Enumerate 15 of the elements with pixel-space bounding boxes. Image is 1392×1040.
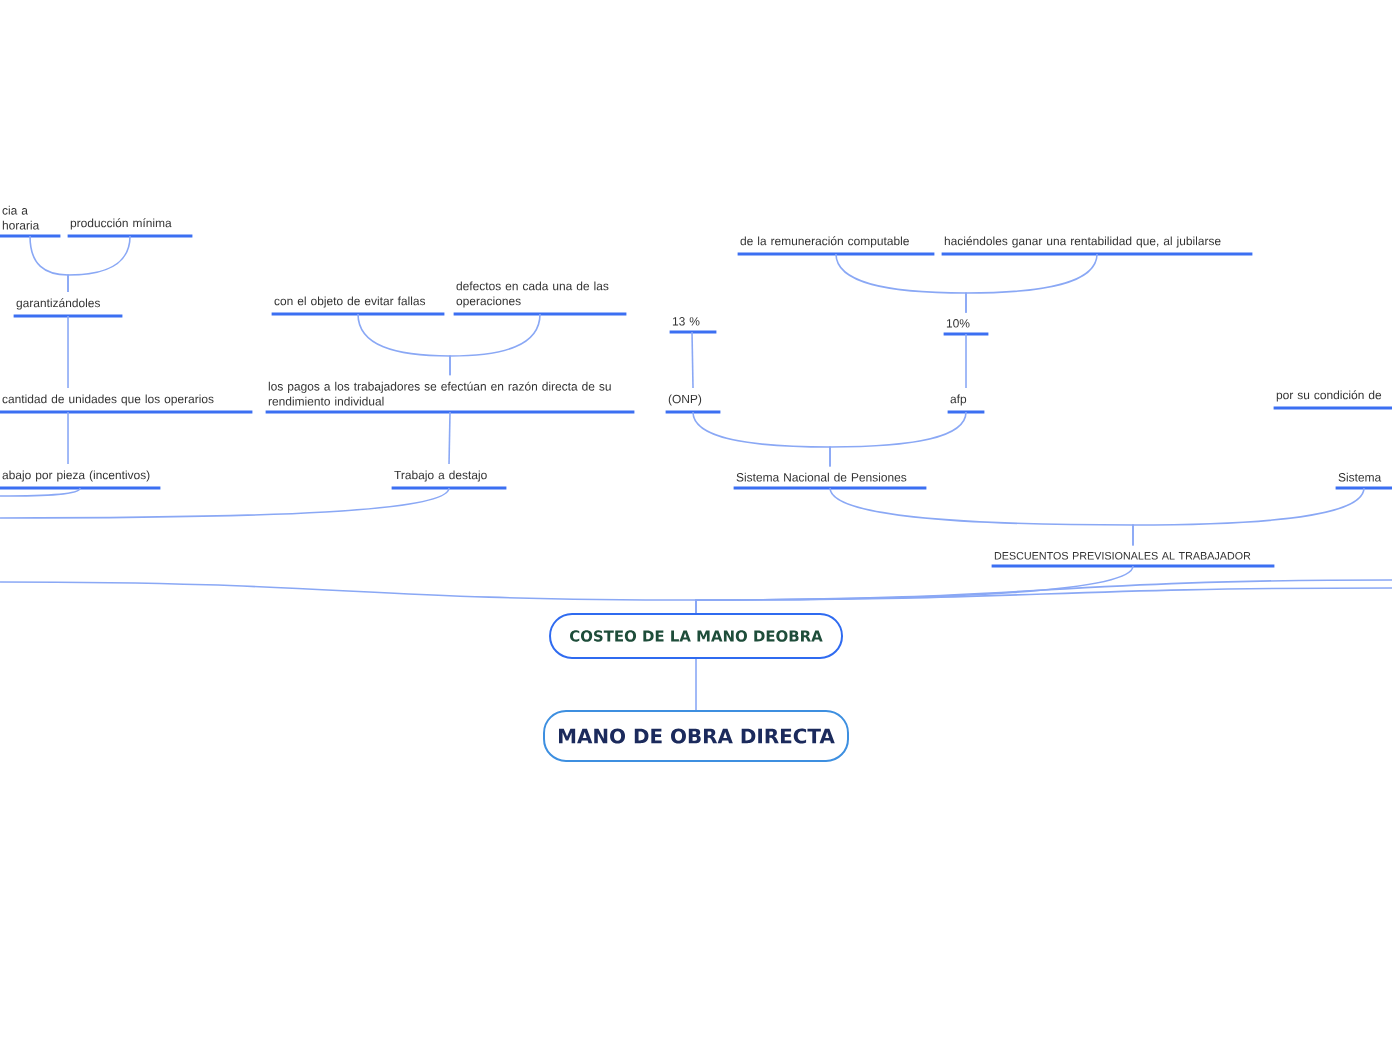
connector [448, 411, 451, 465]
connector [67, 235, 131, 293]
connector [449, 313, 541, 377]
connector [965, 333, 967, 389]
connector [0, 487, 81, 497]
connector [67, 315, 69, 389]
connector [695, 587, 1392, 614]
connector [67, 411, 69, 465]
connector [1132, 487, 1365, 547]
connector [829, 411, 967, 468]
connector [691, 331, 694, 389]
connector [0, 487, 450, 519]
topic-box: MANO DE OBRA DIRECTA [543, 709, 849, 762]
connector [965, 253, 1098, 314]
connector [695, 658, 697, 711]
